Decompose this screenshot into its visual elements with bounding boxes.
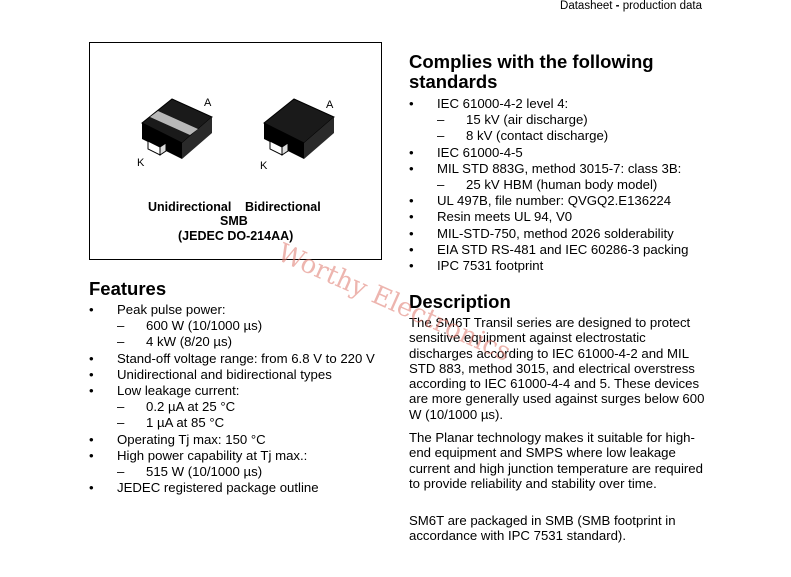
standards-item-text: EIA STD RS-481 and IEC 60286-3 packing: [437, 241, 689, 257]
features-item: 1 µA at 85 °C: [89, 415, 389, 431]
uni-pin-k-label: K: [137, 157, 145, 169]
caption-bidirectional: Bidirectional: [245, 200, 321, 214]
standards-item-text: MIL STD 883G, method 3015-7: class 3B:: [437, 160, 682, 176]
header-status: production data: [622, 0, 702, 12]
standards-item-text: IEC 61000-4-2 level 4:: [437, 96, 569, 111]
standards-item: 8 kV (contact discharge): [409, 128, 729, 144]
features-item-text: 1 µA at 85 °C: [146, 415, 225, 431]
standards-item-text: 8 kV (contact discharge): [466, 128, 609, 144]
standards-item: UL 497B, file number: QVGQ2.E136224: [409, 193, 729, 209]
features-item-text: Stand-off voltage range: from 6.8 V to 2…: [117, 350, 375, 366]
standards-item: 25 kV HBM (human body model): [409, 177, 729, 193]
features-list: Peak pulse power:600 W (10/1000 µs)4 kW …: [89, 302, 389, 497]
features-item: 0.2 µA at 25 °C: [89, 399, 389, 415]
header-doc-type: Datasheet: [560, 0, 613, 12]
standards-item-text: IEC 61000-4-5: [437, 144, 523, 160]
features-item: JEDEC registered package outline: [89, 480, 389, 496]
caption-unidirectional: Unidirectional: [148, 200, 232, 214]
features-item-text: 515 W (10/1000 µs): [146, 464, 263, 480]
description-paragraph-1: The SM6T Transil series are designed to …: [409, 315, 705, 422]
header-separator: -: [612, 0, 623, 12]
standards-item-text: UL 497B, file number: QVGQ2.E136224: [437, 193, 672, 209]
features-item-text: 4 kW (8/20 µs): [146, 334, 233, 350]
features-item: 600 W (10/1000 µs): [89, 318, 389, 334]
features-item-text: High power capability at Tj max.:: [117, 447, 308, 463]
document-header: Datasheet - production data: [560, 0, 702, 13]
caption-package: SMB: [220, 214, 248, 228]
standards-item: MIL-STD-750, method 2026 solderability: [409, 226, 729, 242]
features-item-text: 0.2 µA at 25 °C: [146, 399, 236, 415]
features-item-text: Unidirectional and bidirectional types: [117, 366, 332, 382]
features-item: Low leakage current:: [89, 383, 389, 399]
standards-item: MIL STD 883G, method 3015-7: class 3B:: [409, 161, 729, 177]
features-item-text: JEDEC registered package outline: [117, 480, 319, 496]
features-item: Peak pulse power:: [89, 302, 389, 318]
description-paragraph-3: SM6T are packaged in SMB (SMB footprint …: [409, 513, 676, 544]
features-item-text: Low leakage current:: [117, 383, 240, 399]
features-item: Unidirectional and bidirectional types: [89, 367, 389, 383]
features-title: Features: [89, 278, 167, 299]
standards-list: IEC 61000-4-2 level 4:15 kV (air dischar…: [409, 96, 729, 274]
standards-item-text: Resin meets UL 94, V0: [437, 209, 573, 225]
features-item-text: Peak pulse power:: [117, 302, 226, 317]
unidirectional-package-drawing: [134, 93, 224, 169]
package-figure: A K A K Unidirectional Bidirectional SMB…: [89, 42, 382, 260]
standards-item: Resin meets UL 94, V0: [409, 209, 729, 225]
standards-item: 15 kV (air discharge): [409, 112, 729, 128]
features-item: 4 kW (8/20 µs): [89, 334, 389, 350]
features-item: High power capability at Tj max.:: [89, 448, 389, 464]
standards-item-text: IPC 7531 footprint: [437, 258, 544, 274]
standards-item: IPC 7531 footprint: [409, 258, 729, 274]
standards-item-text: 15 kV (air discharge): [466, 112, 588, 128]
standards-title: Complies with the following standards: [409, 52, 654, 92]
caption-jedec: (JEDEC DO-214AA): [178, 229, 294, 243]
bi-pin-k-label: K: [260, 160, 268, 172]
features-item: Stand-off voltage range: from 6.8 V to 2…: [89, 351, 389, 367]
bi-pin-a-label: A: [326, 99, 334, 111]
standards-item-text: 25 kV HBM (human body model): [466, 177, 658, 193]
bidirectional-package-drawing: [256, 93, 346, 169]
standards-item: EIA STD RS-481 and IEC 60286-3 packing: [409, 242, 729, 258]
standards-item: IEC 61000-4-5: [409, 145, 729, 161]
standards-title-line2: standards: [409, 71, 498, 92]
uni-pin-a-label: A: [204, 97, 212, 109]
description-paragraph-2: The Planar technology makes it suitable …: [409, 430, 703, 491]
features-item-text: 600 W (10/1000 µs): [146, 318, 263, 334]
standards-title-line1: Complies with the following: [409, 51, 654, 72]
standards-item-text: MIL-STD-750, method 2026 solderability: [437, 225, 674, 241]
features-item: 515 W (10/1000 µs): [89, 464, 389, 480]
features-item-text: Operating Tj max: 150 °C: [117, 431, 266, 447]
standards-item: IEC 61000-4-2 level 4:: [409, 96, 729, 112]
description-title: Description: [409, 291, 511, 312]
features-item: Operating Tj max: 150 °C: [89, 432, 389, 448]
